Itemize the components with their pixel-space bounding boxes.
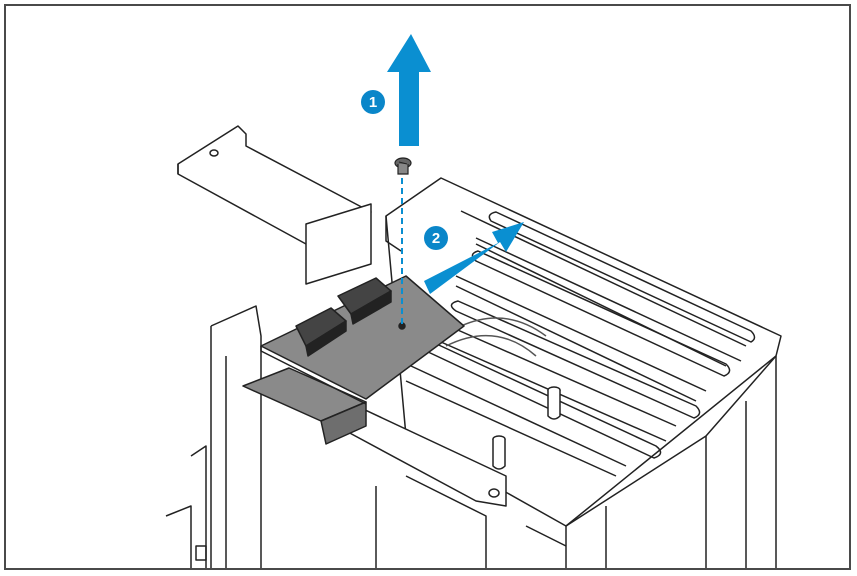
- diagram-frame: 1 2: [4, 4, 851, 570]
- chassis-cage: [165, 125, 782, 568]
- arrow-diagonal-icon: [424, 222, 524, 294]
- step-2-number: 2: [432, 230, 440, 247]
- adapter-board: [242, 275, 465, 445]
- step-2-badge: 2: [424, 226, 448, 250]
- assembly-illustration: 1 2: [165, 34, 782, 568]
- m2-connector-1: [295, 307, 347, 357]
- step-1-number: 1: [369, 94, 377, 111]
- arrow-up-icon: [387, 34, 431, 146]
- step-1-arrow: [387, 34, 431, 146]
- standoff-posts: [492, 386, 561, 470]
- m2-connector-2: [337, 277, 392, 325]
- step-1-badge: 1: [361, 90, 385, 114]
- step-2-arrow: [424, 222, 524, 294]
- screw: [394, 157, 412, 175]
